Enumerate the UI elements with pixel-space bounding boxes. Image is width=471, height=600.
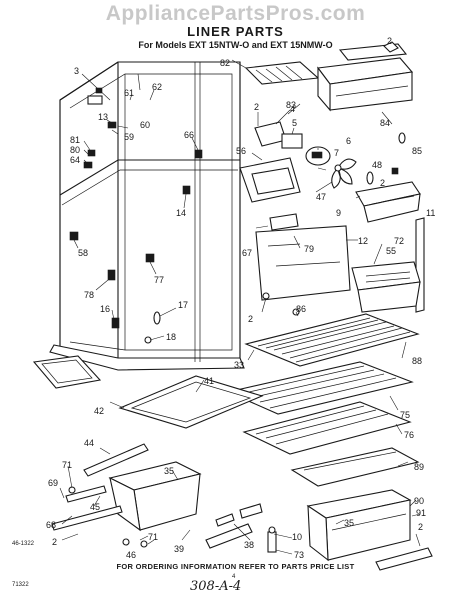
diagram-title: LINER PARTS [187,24,284,39]
callout-42: 42 [94,406,104,416]
callout-46: 46 [126,550,136,560]
callout-41: 41 [204,376,214,386]
callout-38: 38 [244,540,254,550]
leader-lines [59,59,421,555]
watermark: AppliancePartsPros.com [105,2,366,25]
callout-82: 82 [220,58,230,68]
crisper-drawer-right [306,489,412,562]
document-number: 71322 [12,582,29,588]
callout-67: 67 [242,248,252,258]
callout-66: 66 [184,130,194,140]
handwritten-code: 308-A-4 [190,579,242,594]
callout-88: 88 [412,356,422,366]
drip-tray [32,355,102,389]
callout-61: 61 [124,88,134,98]
callout-89: 89 [414,462,424,472]
wire-shelf-middle [226,361,414,415]
callout-33: 33 [234,360,244,370]
cabinet-liner [49,61,245,371]
callout-56: 56 [236,146,246,156]
callout-47: 47 [316,192,326,202]
egg-bin [355,181,421,223]
callout-7: 7 [334,148,339,158]
callout-84: 84 [380,118,390,128]
callout-14: 14 [176,208,186,218]
crisper-cover [290,447,420,487]
callout-77: 77 [154,275,164,285]
callout-58: 58 [78,248,88,258]
callout-6: 6 [346,136,351,146]
drawer-front-trim [375,547,433,571]
callout-2: 2 [380,178,385,188]
callout-90: 90 [414,496,424,506]
callout-3: 3 [74,66,79,76]
callout-85: 85 [412,146,422,156]
callout-62: 62 [152,82,162,92]
callout-4: 4 [290,104,295,114]
callout-18: 18 [166,332,176,342]
callout-69: 69 [48,478,58,488]
callout-17: 17 [178,300,188,310]
callout-2: 2 [418,522,423,532]
callout-60: 60 [140,120,150,130]
callout-10: 10 [292,532,302,542]
callout-5: 5 [292,118,297,128]
callout-55: 55 [386,246,396,256]
callout-2: 2 [248,314,253,324]
callout-35: 35 [164,466,174,476]
fan-assembly [254,121,399,189]
callout-72: 72 [394,236,404,246]
crisper-pan [108,461,202,532]
callout-79: 79 [304,244,314,254]
callout-59: 59 [124,132,134,142]
callout-13: 13 [98,112,108,122]
callout-16: 16 [100,304,110,314]
callout-9: 9 [336,208,341,218]
callout-11: 11 [426,208,435,218]
callout-71: 71 [62,460,72,470]
callout-12: 12 [358,236,368,246]
callout-83: 83 [286,100,296,110]
part-reference: 46-1322 [12,541,35,547]
glass-shelf-lower [242,401,412,455]
callout-45: 45 [90,502,100,512]
wire-shelf-upper [244,313,420,367]
glass-shelf-frame [118,375,264,429]
callout-68: 68 [46,520,56,530]
callout-81: 81 [70,135,80,145]
callout-73: 73 [294,550,304,560]
butter-bin [351,261,421,313]
callout-76: 76 [404,430,414,440]
callout-39: 39 [174,544,184,554]
callout-80: 80 [70,145,80,155]
callout-35: 35 [344,518,354,528]
page-number: 4 [232,574,236,580]
callout-2: 2 [52,537,57,547]
ordering-note: FOR ORDERING INFORMATION REFER TO PARTS … [116,562,355,571]
drawer-rails [51,485,277,553]
drawer-slide [83,443,149,477]
callout-86: 86 [296,304,306,314]
callout-2: 2 [254,102,259,112]
dairy-door-bin [239,157,301,203]
callout-64: 64 [70,155,80,165]
callout-48: 48 [372,160,382,170]
callout-91: 91 [416,508,426,518]
callout-44: 44 [84,438,94,448]
callout-labels: 2 82 3 62 61 13 60 59 81 80 64 66 14 58 … [46,36,435,560]
callout-78: 78 [84,290,94,300]
meat-keeper-drawer [316,43,414,112]
callout-71: 71 [148,532,158,542]
ice-tray [244,61,320,85]
small-hardware-top [383,41,406,144]
vent-cover [255,213,351,316]
diagram-subtitle: For Models EXT 15NTW-O and EXT 15NMW-O [138,40,333,50]
callout-2: 2 [387,36,392,46]
callout-75: 75 [400,410,410,420]
